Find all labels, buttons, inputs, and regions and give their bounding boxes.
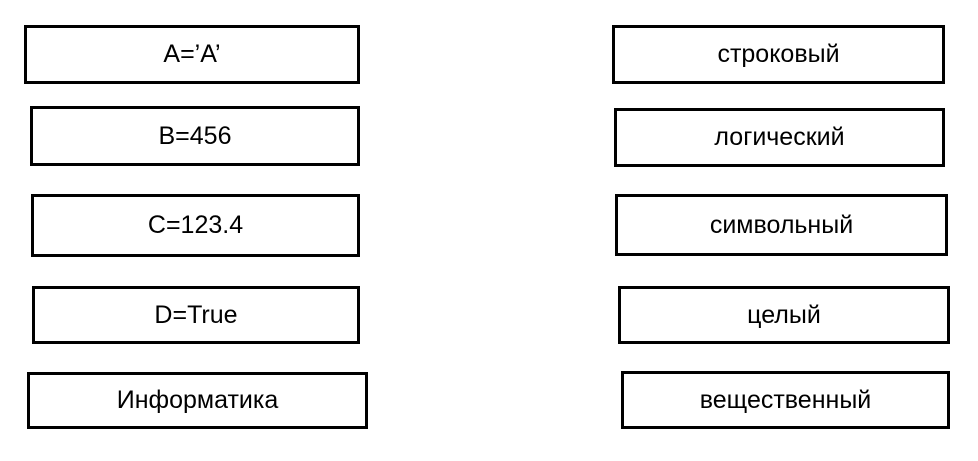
value-box-3[interactable]: C=123.4 <box>31 194 360 257</box>
type-box-2-label: логический <box>714 123 845 151</box>
type-box-5[interactable]: вещественный <box>621 371 950 429</box>
value-box-4[interactable]: D=True <box>32 286 360 344</box>
type-box-1[interactable]: строковый <box>612 25 945 84</box>
value-box-5-label: Информатика <box>116 386 279 414</box>
type-box-4[interactable]: целый <box>618 286 950 344</box>
type-box-1-label: строковый <box>717 40 840 68</box>
type-box-3[interactable]: символьный <box>615 194 948 256</box>
value-box-5[interactable]: Информатика <box>27 372 368 429</box>
value-box-4-label: D=True <box>154 300 238 329</box>
type-box-3-label: символьный <box>709 210 854 239</box>
value-box-3-label: C=123.4 <box>147 211 244 239</box>
value-box-2-label: B=456 <box>158 121 232 150</box>
type-box-5-label: вещественный <box>699 385 872 414</box>
value-box-2[interactable]: B=456 <box>30 106 360 166</box>
value-box-1-label: A=’A’ <box>163 40 221 68</box>
type-box-4-label: целый <box>747 300 821 329</box>
type-box-2[interactable]: логический <box>614 108 945 167</box>
value-box-1[interactable]: A=’A’ <box>24 25 360 84</box>
